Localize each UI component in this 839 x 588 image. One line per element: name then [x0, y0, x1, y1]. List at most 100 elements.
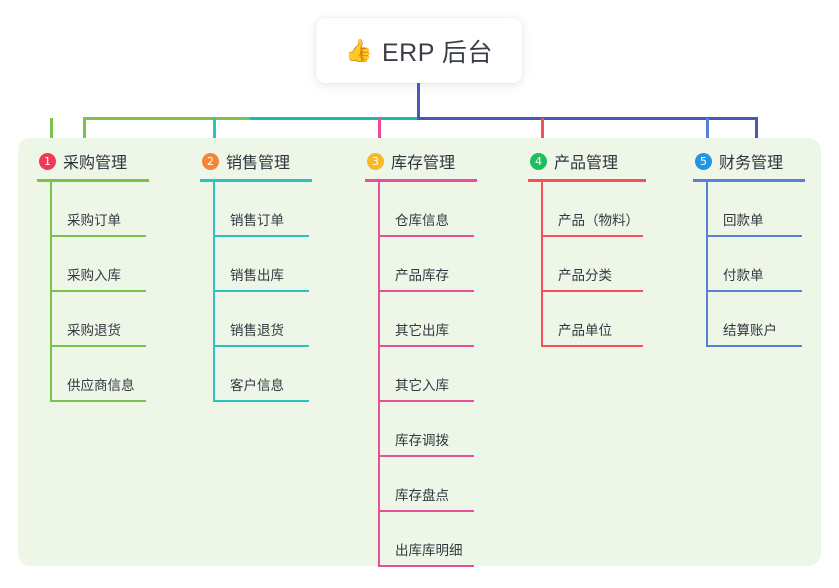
branch-item[interactable]: 采购入库 — [37, 237, 149, 292]
branch-item-label: 产品（物料） — [558, 213, 639, 228]
branch-item-label: 产品单位 — [558, 323, 612, 338]
root-title-label: ERP 后台 — [382, 38, 493, 67]
branch-item-list: 仓库信息产品库存其它出库其它入库库存调拨库存盘点出库库明细 — [365, 182, 477, 567]
branch-number-badge: 1 — [39, 152, 56, 170]
branch-item[interactable]: 仓库信息 — [365, 182, 477, 237]
branch-item-label: 采购退货 — [67, 323, 121, 338]
branch-header-underline — [693, 179, 805, 182]
branch-item[interactable]: 回款单 — [693, 182, 805, 237]
branch-item-list: 回款单付款单结算账户 — [693, 182, 805, 347]
branch-item-underline — [213, 400, 309, 402]
branch-item-underline — [706, 345, 802, 347]
branch-item-label: 产品分类 — [558, 268, 612, 283]
branch-item-underline — [378, 455, 474, 457]
branch-item-underline — [378, 290, 474, 292]
branch-item-underline — [541, 290, 643, 292]
branch-item[interactable]: 产品单位 — [528, 292, 646, 347]
branch-item-underline — [378, 565, 474, 567]
connector-bar-green — [83, 117, 250, 120]
connector-bar-teal — [250, 117, 418, 120]
branch-item[interactable]: 库存盘点 — [365, 457, 477, 512]
branch-item[interactable]: 库存调拨 — [365, 402, 477, 457]
branch-column-采购管理: 1 采购管理采购订单采购入库采购退货供应商信息 — [37, 146, 149, 402]
branch-item[interactable]: 采购订单 — [37, 182, 149, 237]
branch-title-label: 财务管理 — [719, 155, 784, 172]
branch-item-label: 回款单 — [723, 213, 764, 228]
branch-item-underline — [541, 235, 643, 237]
branch-item-label: 采购订单 — [67, 213, 121, 228]
root-connector-line — [417, 83, 420, 118]
branch-item[interactable]: 采购退货 — [37, 292, 149, 347]
connector-corner-right — [755, 117, 758, 158]
branch-item-label: 仓库信息 — [395, 213, 449, 228]
branch-number-badge: 3 — [367, 152, 384, 170]
branch-item-underline — [50, 290, 146, 292]
branch-item[interactable]: 结算账户 — [693, 292, 805, 347]
branch-item[interactable]: 出库库明细 — [365, 512, 477, 567]
branch-spine-line — [706, 182, 708, 347]
branch-item-label: 库存调拨 — [395, 433, 449, 448]
branch-item[interactable]: 其它出库 — [365, 292, 477, 347]
branch-item-label: 销售出库 — [230, 268, 284, 283]
branch-item-underline — [706, 235, 802, 237]
branch-item[interactable]: 其它入库 — [365, 347, 477, 402]
branch-spine-line — [541, 182, 543, 347]
branch-header-underline — [200, 179, 312, 182]
branch-item[interactable]: 客户信息 — [200, 347, 312, 402]
branch-item-label: 产品库存 — [395, 268, 449, 283]
branch-title-label: 库存管理 — [391, 155, 456, 172]
branch-item-underline — [378, 400, 474, 402]
branch-item[interactable]: 产品（物料） — [528, 182, 646, 237]
branch-column-财务管理: 5 财务管理回款单付款单结算账户 — [693, 146, 805, 347]
branch-item-label: 其它出库 — [395, 323, 449, 338]
branch-item[interactable]: 销售出库 — [200, 237, 312, 292]
branch-number-badge: 4 — [530, 152, 547, 170]
branch-number-badge: 5 — [695, 152, 712, 170]
root-title: 👍 ERP 后台 — [345, 33, 493, 69]
branch-header-underline — [528, 179, 646, 182]
branch-item[interactable]: 供应商信息 — [37, 347, 149, 402]
branch-item-underline — [378, 345, 474, 347]
branch-item-underline — [213, 345, 309, 347]
branch-item[interactable]: 付款单 — [693, 237, 805, 292]
connector-corner-left — [83, 117, 86, 158]
branch-header-采购管理[interactable]: 1 采购管理 — [37, 146, 149, 176]
branch-item-label: 库存盘点 — [395, 488, 449, 503]
branch-item-label: 供应商信息 — [67, 378, 135, 393]
branch-item-underline — [541, 345, 643, 347]
branch-header-财务管理[interactable]: 5 财务管理 — [693, 146, 805, 176]
branch-spine-line — [50, 182, 52, 402]
thumbs-up-icon: 👍 — [345, 37, 373, 63]
branch-item-label: 销售订单 — [230, 213, 284, 228]
branch-item[interactable]: 销售退货 — [200, 292, 312, 347]
branch-item-underline — [378, 235, 474, 237]
branch-title-label: 采购管理 — [63, 155, 128, 172]
branch-item-label: 采购入库 — [67, 268, 121, 283]
branch-item[interactable]: 产品库存 — [365, 237, 477, 292]
branch-title-label: 销售管理 — [226, 155, 291, 172]
branch-header-库存管理[interactable]: 3 库存管理 — [365, 146, 477, 176]
connector-bar-indigo — [417, 117, 758, 120]
branch-item[interactable]: 销售订单 — [200, 182, 312, 237]
branch-item-underline — [213, 290, 309, 292]
branch-item-list: 销售订单销售出库销售退货客户信息 — [200, 182, 312, 402]
branch-item-list: 采购订单采购入库采购退货供应商信息 — [37, 182, 149, 402]
branch-spine-line — [213, 182, 215, 402]
root-title-card[interactable]: 👍 ERP 后台 — [316, 18, 522, 83]
branch-item-list: 产品（物料） 产品分类产品单位 — [528, 182, 646, 347]
branch-item-label: 其它入库 — [395, 378, 449, 393]
branch-item-label: 结算账户 — [723, 323, 777, 338]
branch-item-underline — [706, 290, 802, 292]
branch-item-label: 客户信息 — [230, 378, 284, 393]
branch-item[interactable]: 产品分类 — [528, 237, 646, 292]
branch-item-underline — [378, 510, 474, 512]
branch-item-underline — [50, 400, 146, 402]
branch-item-label: 出库库明细 — [395, 543, 463, 558]
branch-header-underline — [365, 179, 477, 182]
